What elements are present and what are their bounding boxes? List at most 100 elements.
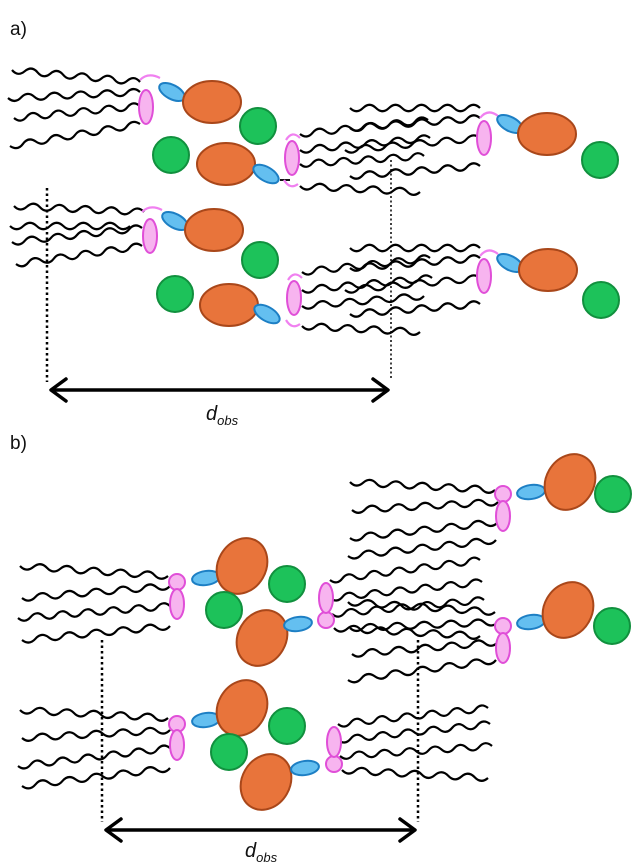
ligand-sphere: [268, 565, 306, 603]
headgroup-circle: [325, 755, 343, 773]
headgroup-link: [479, 111, 499, 119]
protein-domain: [184, 208, 244, 252]
panel-a-distance-marker: dobs: [45, 160, 392, 428]
headgroup-link: [141, 206, 163, 213]
lipid-chain: [331, 596, 485, 618]
lipid-chain: [339, 742, 493, 760]
lipid-chain: [9, 120, 141, 150]
lipid-chain: [7, 88, 141, 102]
protein-domain: [541, 581, 595, 639]
panel-b-arrowhead-left: [104, 817, 123, 843]
lipid-chain: [301, 322, 421, 336]
lipid-chain: [349, 162, 481, 180]
protein-domain: [182, 80, 242, 124]
headgroup-ellipse: [286, 280, 302, 316]
lipid-chain: [329, 578, 483, 602]
lipid-chain: [19, 563, 169, 580]
linker-domain: [516, 483, 546, 501]
lipid-chain: [329, 556, 481, 584]
lipid-chain: [349, 618, 499, 633]
protein-domain: [215, 537, 269, 595]
ligand-sphere: [593, 607, 631, 645]
lipid-chain: [344, 274, 481, 294]
protein-domain: [518, 248, 578, 292]
linker-domain: [253, 303, 281, 325]
lipid-chain: [349, 478, 496, 494]
headgroup-ellipse: [169, 588, 185, 620]
ligand-sphere: [268, 707, 306, 745]
lipid-chain: [347, 537, 497, 560]
linker-domain: [290, 759, 320, 777]
lipid-chain: [17, 602, 171, 622]
lipid-chain: [351, 639, 499, 658]
headgroup-ellipse: [476, 258, 492, 294]
lipid-chain: [21, 583, 171, 602]
lipid-chain: [21, 726, 171, 742]
panel-a-distance-label: dobs: [206, 403, 239, 428]
lipid-chain: [344, 134, 481, 154]
linker-domain: [516, 613, 546, 631]
lipid-chain: [349, 519, 499, 542]
protein-domain: [239, 753, 293, 811]
lipid-chain: [337, 704, 489, 728]
lipid-chain: [299, 182, 421, 196]
headgroup-ellipse: [138, 89, 154, 125]
lipid-chain: [19, 706, 169, 722]
protein-domain: [543, 453, 597, 511]
headgroup-ellipse: [318, 582, 334, 614]
lipid-chain: [349, 114, 481, 132]
ligand-sphere: [210, 733, 248, 771]
protein-molecules: [138, 74, 632, 811]
protein-domain: [235, 609, 289, 667]
panel-b-distance-marker: dobs: [100, 640, 420, 865]
lipid-chain: [21, 623, 171, 644]
protein-domain: [517, 112, 577, 156]
ligand-sphere: [241, 241, 279, 279]
headgroup-circle: [168, 573, 186, 591]
protein-domain: [196, 142, 256, 186]
lipid-chain: [9, 221, 131, 231]
panel-a-arrowhead-left: [49, 377, 68, 403]
panel-b-distance-label: dobs: [245, 840, 278, 865]
protein-domain: [199, 283, 259, 327]
headgroup-link: [285, 133, 301, 141]
lipid-chain: [351, 498, 499, 514]
lipid-chain: [349, 300, 481, 318]
headgroup-circle: [494, 485, 512, 503]
lipid-chain: [349, 103, 481, 113]
lipid-chain: [347, 599, 496, 616]
headgroup-ellipse: [142, 218, 158, 254]
lipid-chain: [301, 293, 425, 310]
ligand-sphere: [594, 475, 632, 513]
lipid-chain: [349, 243, 481, 253]
lipid-chain: [15, 242, 143, 268]
headgroup-ellipse: [284, 140, 300, 176]
headgroup-ellipse: [169, 729, 185, 761]
lipid-chain: [13, 202, 145, 216]
lipid-chains: [7, 67, 499, 790]
lipid-chain: [11, 224, 143, 246]
headgroup-ellipse: [476, 120, 492, 156]
panel-a-arrowhead-right: [371, 377, 390, 403]
lipid-chain: [21, 766, 171, 790]
headgroup-circle: [317, 611, 335, 629]
headgroup-link: [139, 74, 161, 81]
headgroup-ellipse: [495, 500, 511, 532]
headgroup-ellipse: [326, 726, 342, 758]
ligand-sphere: [582, 281, 620, 319]
ligand-sphere: [156, 275, 194, 313]
lipid-chain: [333, 624, 481, 640]
headgroup-ellipse: [495, 632, 511, 664]
lipid-chain: [337, 720, 491, 744]
lipid-chain: [347, 658, 497, 684]
headgroup-link: [479, 249, 499, 257]
lipid-chain: [11, 67, 141, 85]
lipid-chain: [299, 152, 425, 168]
protein-domain: [215, 679, 269, 737]
lipid-chain: [349, 254, 481, 272]
ligand-sphere: [205, 591, 243, 629]
headgroup-circle: [494, 617, 512, 635]
panel-b-arrowhead-right: [398, 817, 417, 843]
headgroup-link: [283, 179, 299, 188]
